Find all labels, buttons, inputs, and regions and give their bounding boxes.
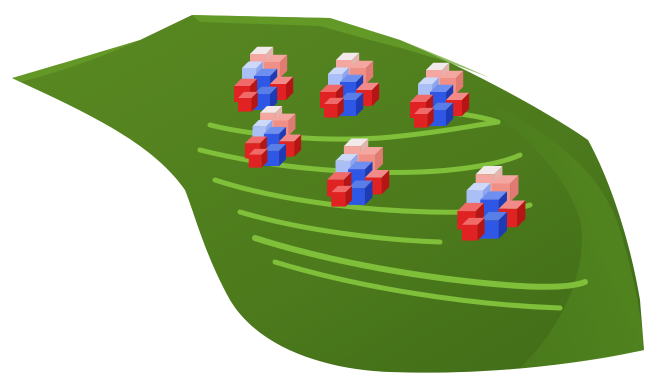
block-cluster-3 (410, 62, 470, 128)
block-cluster-6 (457, 166, 526, 241)
red-block (248, 148, 268, 168)
block-cluster-4 (244, 106, 302, 168)
block-clusters (234, 46, 526, 241)
blue-block (480, 212, 507, 239)
terrain-flank (470, 95, 644, 368)
blue-block (340, 92, 364, 116)
terrain-left-edge (12, 40, 140, 82)
blue-block (254, 86, 278, 110)
block-cluster-5 (327, 138, 390, 207)
blue-block (430, 102, 454, 126)
terrain-rim (192, 15, 490, 78)
ridge-2 (207, 119, 501, 142)
ridge-6 (252, 235, 588, 290)
red-block (324, 97, 344, 118)
block-cluster-1 (234, 46, 294, 112)
red-block (238, 91, 258, 112)
red-block (331, 185, 353, 207)
red-block (414, 107, 434, 128)
ridge-7 (272, 259, 563, 311)
blue-block (348, 180, 373, 205)
blue-block (263, 144, 286, 167)
ridge-5 (237, 209, 443, 245)
red-block (461, 217, 485, 241)
block-cluster-2 (320, 52, 380, 118)
